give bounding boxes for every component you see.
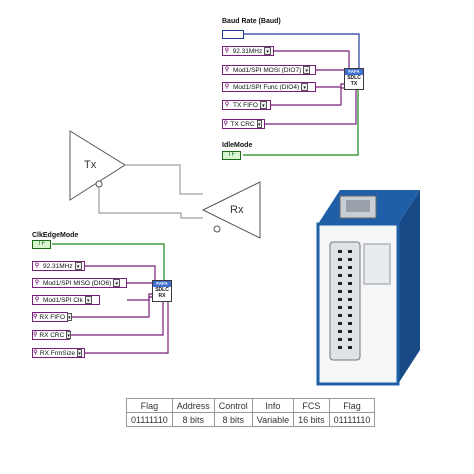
idle-mode-control[interactable]: TF <box>222 151 241 160</box>
frame-value-cell: 01111110 <box>328 412 376 427</box>
tx-crc-control[interactable]: ⚲TX CRC▾ <box>222 119 265 129</box>
dropdown-arrow-icon[interactable]: ▾ <box>303 66 311 74</box>
tx-cluster-wires <box>265 50 357 125</box>
tx-clock-control[interactable]: ⚲92.31MHz▾ <box>222 46 274 56</box>
tx-mosi-control[interactable]: ⚲Mod1/SPI MOSI (DIO7)▾ <box>222 65 316 75</box>
frame-value-cell: 16 bits <box>293 412 330 427</box>
dropdown-arrow-icon[interactable]: ▾ <box>256 120 262 128</box>
io-name-icon: ⚲ <box>34 297 40 303</box>
baud-rate-control[interactable] <box>222 30 244 39</box>
dropdown-arrow-icon[interactable]: ▾ <box>113 279 121 287</box>
dropdown-arrow-icon[interactable]: ▾ <box>301 83 309 91</box>
dropdown-arrow-icon[interactable]: ▾ <box>76 349 82 357</box>
tx-func-control[interactable]: ⚲Mod1/SPI Func (DIO4)▾ <box>222 82 316 92</box>
io-name-icon: ⚲ <box>33 314 38 320</box>
dropdown-arrow-icon[interactable]: ▾ <box>264 47 271 55</box>
tx-fifo-control[interactable]: ⚲TX FIFO▾ <box>222 100 271 110</box>
tx-buffer-label: Tx <box>84 159 97 171</box>
frame-header-cell: Info <box>251 398 295 413</box>
io-name-icon: ⚲ <box>33 332 38 338</box>
frame-header-cell: Control <box>213 398 253 413</box>
io-name-icon: ⚲ <box>224 84 230 90</box>
frame-header-cell: FCS <box>293 398 330 413</box>
frame-value-cell: 01111110 <box>126 412 173 427</box>
idle-mode-label: IdleMode <box>222 142 253 149</box>
rx-clock-control[interactable]: ⚲92.31MHz▾ <box>32 261 85 271</box>
rx-cluster-wires <box>68 265 169 354</box>
frame-header-cell: Address <box>171 398 215 413</box>
io-name-icon: ⚲ <box>224 102 230 108</box>
rx-miso-control[interactable]: ⚲Mod1/SPI MISO (DIO6)▾ <box>32 278 127 288</box>
clk-edge-mode-control[interactable]: TF <box>32 240 51 249</box>
dropdown-arrow-icon[interactable]: ▾ <box>74 262 82 270</box>
buffer-wires <box>98 164 203 219</box>
rx-buffer <box>201 181 261 239</box>
clk-edge-mode-label: ClkEdgeMode <box>32 232 79 239</box>
tx-buffer <box>69 130 126 201</box>
io-name-icon: ⚲ <box>33 350 38 356</box>
rx-frmsize-control[interactable]: ⚲RX FrmSize▾ <box>32 348 85 358</box>
sdlc-frame-table: Flag Address Control Info FCS Flag 01111… <box>126 398 376 427</box>
rx-crc-control[interactable]: ⚲RX CRC▾ <box>32 330 71 340</box>
io-name-icon: ⚲ <box>223 121 228 127</box>
frame-value-cell: 8 bits <box>171 412 215 427</box>
frame-header-cell: Flag <box>328 398 376 413</box>
frame-header-cell: Flag <box>126 398 173 413</box>
rx-buffer-label: Rx <box>230 204 244 216</box>
io-name-icon: ⚲ <box>224 67 230 73</box>
io-name-icon: ⚲ <box>34 280 40 286</box>
dropdown-arrow-icon[interactable]: ▾ <box>84 296 92 304</box>
rx-clk-control[interactable]: ⚲Mod1/SPI Clk▾ <box>32 295 100 305</box>
dropdown-arrow-icon[interactable]: ▾ <box>259 101 267 109</box>
baud-wire <box>243 33 360 70</box>
io-name-icon: ⚲ <box>34 263 40 269</box>
dropdown-arrow-icon[interactable]: ▾ <box>67 313 72 321</box>
dropdown-arrow-icon[interactable]: ▾ <box>66 331 71 339</box>
frame-header-row: Flag Address Control Info FCS Flag <box>126 398 376 413</box>
sdlc-rx-node[interactable]: FAFA SDLC RX <box>152 280 172 302</box>
rx-fifo-control[interactable]: ⚲RX FIFO▾ <box>32 312 72 322</box>
idle-wire <box>243 90 359 156</box>
baud-rate-label: Baud Rate (Baud) <box>222 18 281 25</box>
io-module-image <box>316 190 420 386</box>
frame-value-cell: 8 bits <box>213 412 253 427</box>
sdlc-tx-node[interactable]: FAFA SDLC TX <box>344 68 364 90</box>
io-name-icon: ⚲ <box>224 48 229 54</box>
frame-value-row: 01111110 8 bits 8 bits Variable 16 bits … <box>126 412 376 427</box>
clk-wire <box>52 243 165 282</box>
frame-value-cell: Variable <box>251 412 295 427</box>
